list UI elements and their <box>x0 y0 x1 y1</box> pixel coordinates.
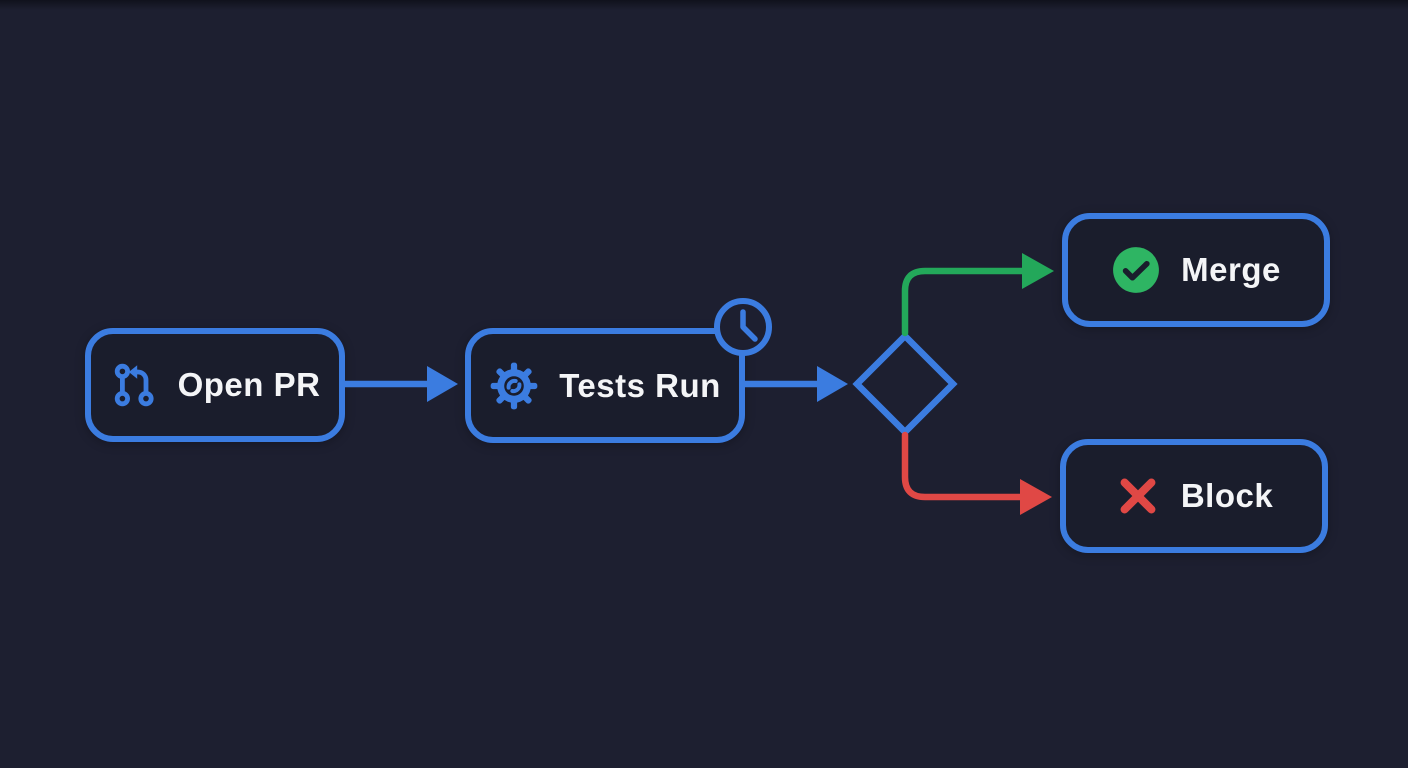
node-merge[interactable]: Merge <box>1062 213 1330 327</box>
edge-open-pr-to-tests-run <box>341 366 458 402</box>
edge-decision-to-merge <box>901 253 1054 337</box>
x-icon <box>1120 478 1156 514</box>
gear-icon <box>490 362 538 409</box>
node-block[interactable]: Block <box>1060 439 1328 553</box>
node-label-block: Block <box>1180 477 1274 514</box>
edge-tests-run-to-decision <box>741 366 848 402</box>
edge-decision-to-block <box>901 431 1052 515</box>
node-label-open-pr: Open PR <box>177 366 321 403</box>
node-label-tests-run: Tests Run <box>559 366 721 404</box>
node-open-pr[interactable]: Open PR <box>85 328 345 442</box>
node-label-merge: Merge <box>1181 251 1281 288</box>
node-tests-run[interactable]: Tests Run <box>465 328 745 443</box>
git-pull-request-icon <box>114 363 154 407</box>
node-decision-diamond[interactable] <box>852 331 958 437</box>
check-circle-icon <box>1113 247 1160 293</box>
